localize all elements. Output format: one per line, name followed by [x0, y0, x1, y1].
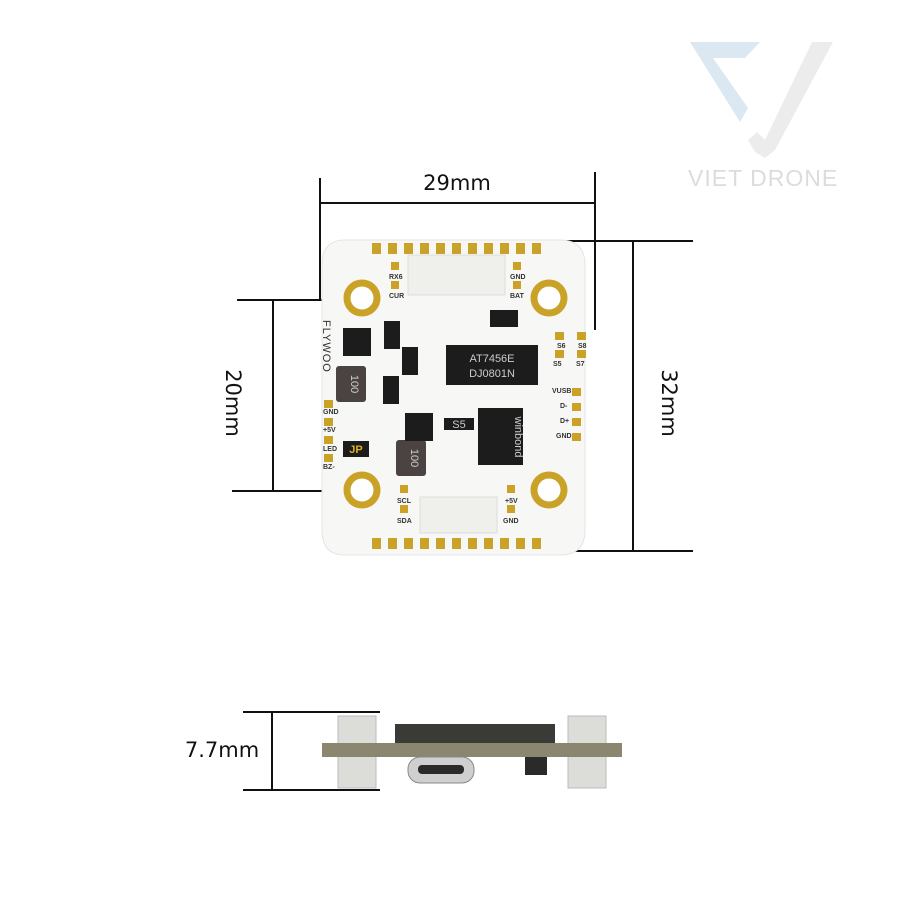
pad-label: JP	[349, 444, 362, 456]
inductor	[336, 366, 366, 402]
pad-label: D+	[560, 418, 569, 425]
inductor	[396, 440, 426, 476]
pad-label: CUR	[389, 293, 404, 300]
pad-label: +5V	[323, 427, 336, 434]
diode	[444, 418, 474, 430]
pad-label: VUSB	[552, 388, 571, 395]
pad-label: S8	[578, 343, 587, 350]
pad-label: SDA	[397, 518, 412, 525]
dimension-lines	[232, 172, 693, 791]
brand-text: FLYWOO	[320, 320, 332, 373]
pad-label: GND	[323, 409, 339, 416]
osd-chip	[446, 345, 538, 385]
logo-text: VIET DRONE	[688, 165, 838, 191]
mount-spacing-label: 20mm	[221, 369, 245, 437]
pad-label: D-	[560, 403, 568, 410]
viet-drone-logo: VIET DRONE	[688, 42, 838, 191]
pad-label: S5	[553, 361, 562, 368]
pad-label: +5V	[505, 498, 518, 505]
pad-label: GND	[556, 433, 572, 440]
pad-label: GND	[503, 518, 519, 525]
pad-label: S5	[452, 419, 465, 431]
pad-label: 100	[408, 449, 420, 467]
pad-label: GND	[510, 274, 526, 281]
top-connector	[407, 254, 506, 296]
bottom-connector	[419, 496, 498, 534]
board-top-view: AT7456E DJ0801N winbond 100 100 S5 JP FL…	[320, 239, 587, 556]
pad-label: LED	[323, 446, 337, 453]
pad-label: SCL	[397, 498, 412, 505]
pad-label: RX6	[389, 274, 403, 281]
pad-label: DJ0801N	[469, 368, 515, 380]
mounting-holes	[343, 279, 568, 509]
pad-label: AT7456E	[469, 353, 514, 365]
pad-label: 100	[348, 375, 360, 393]
pad-label: winbond	[512, 416, 524, 458]
flash-chip	[478, 408, 523, 465]
jumper	[343, 441, 369, 457]
width-label: 29mm	[423, 171, 491, 195]
pad-label: S6	[557, 343, 566, 350]
pad-label: S7	[576, 361, 585, 368]
thickness-label: 7.7mm	[185, 738, 259, 762]
board-side-view	[322, 715, 622, 789]
pad-label: BAT	[510, 293, 525, 300]
edge-pads	[324, 243, 586, 549]
pad-label: BZ-	[323, 464, 335, 471]
height-label: 32mm	[657, 369, 681, 437]
